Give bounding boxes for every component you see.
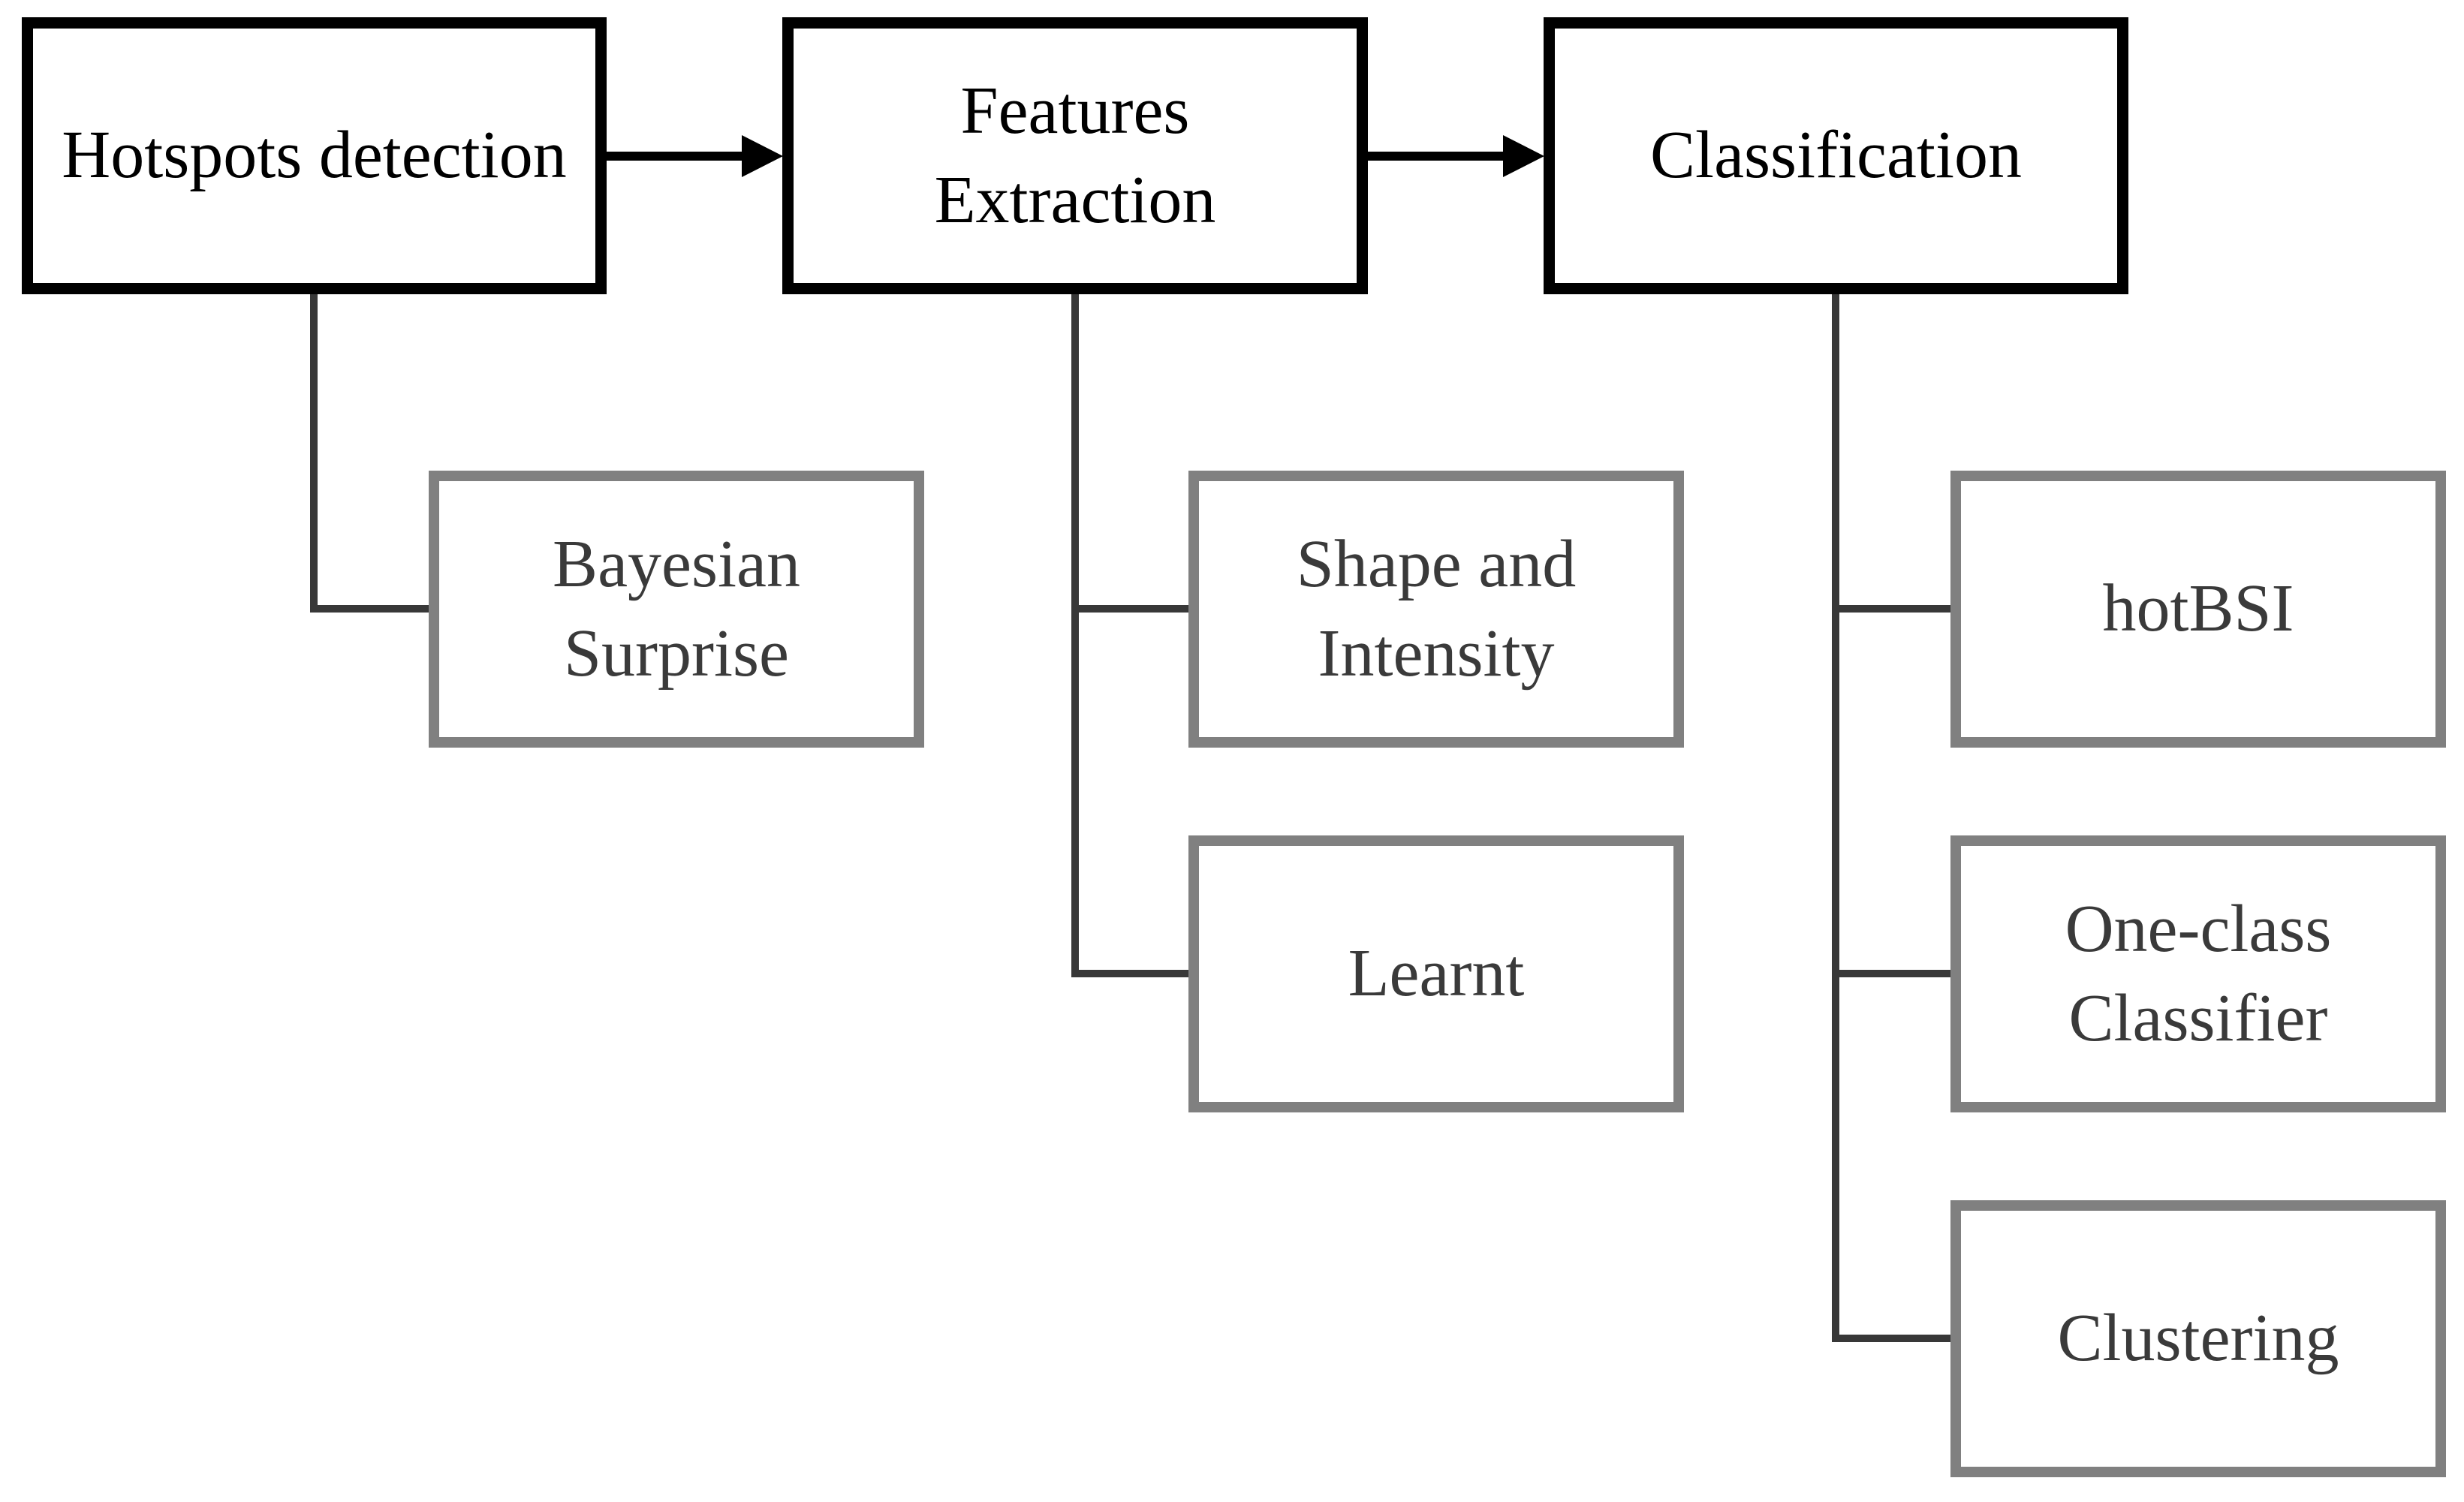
child-label-hotbsi: hotBSI — [2102, 571, 2294, 646]
stage-label-hotspots-detection: Hotspots detection — [62, 118, 567, 193]
connector-vertical-features-extraction — [1071, 294, 1079, 977]
child-label-bayesian-surprise: Bayesian Surprise — [553, 526, 800, 691]
arrow-head-icon-hotspots-to-features — [742, 135, 783, 177]
stage-label-features-extraction: Features Extraction — [934, 73, 1216, 237]
child-box-learnt: Learnt — [1188, 835, 1684, 1112]
connector-branch-learnt — [1071, 970, 1188, 977]
arrow-head-icon-features-to-classification — [1503, 135, 1544, 177]
connector-vertical-classification — [1832, 294, 1839, 1342]
child-box-bayesian-surprise: Bayesian Surprise — [429, 471, 924, 748]
child-box-clustering: Clustering — [1950, 1200, 2446, 1477]
stage-box-hotspots-detection: Hotspots detection — [22, 17, 607, 294]
connector-vertical-hotspots-detection — [310, 294, 318, 613]
child-label-one-class-classifier: One-class Classifier — [2065, 891, 2332, 1055]
connector-branch-bayesian-surprise — [310, 605, 429, 613]
connector-branch-one-class-classifier — [1832, 970, 1950, 977]
child-box-hotbsi: hotBSI — [1950, 471, 2446, 748]
arrow-line-hotspots-to-features — [607, 152, 743, 161]
child-label-shape-and-intensity: Shape and Intensity — [1296, 526, 1577, 691]
child-box-shape-and-intensity: Shape and Intensity — [1188, 471, 1684, 748]
connector-branch-shape-and-intensity — [1071, 605, 1188, 613]
child-label-learnt: Learnt — [1348, 936, 1525, 1011]
arrow-line-features-to-classification — [1368, 152, 1505, 161]
child-label-clustering: Clustering — [2057, 1301, 2339, 1376]
child-box-one-class-classifier: One-class Classifier — [1950, 835, 2446, 1112]
stage-box-features-extraction: Features Extraction — [782, 17, 1368, 294]
connector-branch-hotbsi — [1832, 605, 1950, 613]
stage-box-classification: Classification — [1544, 17, 2128, 294]
stage-label-classification: Classification — [1650, 118, 2022, 193]
connector-branch-clustering — [1832, 1335, 1950, 1342]
